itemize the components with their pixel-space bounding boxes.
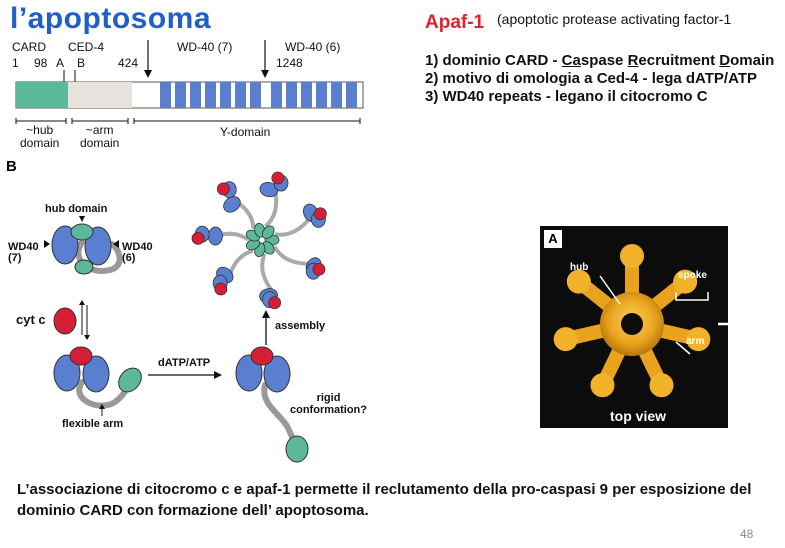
apoptosome-cyt-c [268,296,282,310]
point-ced4: 2) motivo di omologia a Ced-4 - lega dAT… [425,70,780,88]
hub-label: hub [570,262,589,273]
wd40-7-label-b: WD40 (7) [8,241,39,264]
position-98: 98 [34,56,48,70]
wd40-repeat-block [286,82,297,108]
wd40-repeat-block [205,82,216,108]
cyt-c-label: cyt c [16,312,46,327]
point-text: dominio CARD - [442,52,562,69]
apoptosome-arm [274,217,311,237]
arm-domain-label: ~arm domain [80,123,120,150]
point-text-underlined: Ca [561,52,581,69]
point-text: spase [580,52,628,69]
point-card: 1) dominio CARD - Caspase Recruitment Do… [425,52,780,70]
apoptosome-wd40 [223,196,241,213]
y-domain-label: Y-domain [220,125,271,139]
point-text: motivo di omologia a Ced-4 - lega dATP/A… [442,70,757,87]
point-wd40: 3) WD40 repeats - legano il citocromo C [425,88,780,106]
micrograph-spoke-tip [686,327,711,352]
datp-atp-label: dATP/ATP [158,357,211,369]
wd40-repeats [160,82,357,108]
position-1248: 1248 [276,56,303,70]
apoptosome-hub [261,225,275,239]
micrograph-spoke-tip [566,269,591,294]
spoke-label: spoke [678,270,707,281]
flexible-arm-label: flexible arm [62,418,124,430]
micrograph-spoke-tip [649,373,674,398]
point-number: 2) [425,70,439,87]
wd40-6-label: WD-40 (6) [285,40,341,54]
apoptosome-wheel [191,171,327,310]
apaf1-monomer-open [53,346,142,416]
micrograph-structure [553,244,728,398]
point-text: ecruitment [638,52,720,69]
point-text-underlined: R [627,52,639,69]
slide-caption: L’associazione di citocromo c e apaf-1 p… [17,481,752,519]
wd40-repeat-block [190,82,201,108]
top-view-label: top view [610,408,667,424]
arm-label: arm [686,336,705,347]
apoptosome-cyt-c [191,231,205,245]
wd40-repeat-block [175,82,186,108]
ced4-segment [68,82,132,108]
wd40-repeat-block [220,82,231,108]
position-424: 424 [118,56,139,70]
wd40-repeat-block [301,82,312,108]
apoptosome-cyt-c [214,282,228,296]
apoptosome-cyt-c [312,262,326,276]
domain-diagram: CARD CED-4 WD-40 (7) WD-40 (6) 1 98 A B … [0,0,400,160]
micrograph-spoke-tip [673,269,698,294]
apoptosome-arm [260,252,274,293]
electron-micrograph: A hub spoke arm top view [540,226,728,428]
wd40-repeat-block [331,82,342,108]
assembly-label: assembly [275,320,326,332]
point-text: omain [730,52,775,69]
apoptosome-cyt-c [271,171,285,185]
position-1: 1 [12,56,19,70]
point-number: 3) [425,88,439,105]
point-number: 1) [425,52,439,69]
position-a: A [56,56,65,70]
apoptosome-cyt-c [216,182,230,196]
wd40-repeat-block [271,82,282,108]
point-text: WD40 repeats - legano il citocromo C [442,88,708,105]
point-text-underlined: D [719,52,731,69]
cytochrome-c [53,307,77,335]
apaf-full-name: (apoptotic protease activating factor-1 [497,11,732,27]
panel-a-letter: A [544,230,562,248]
apoptosome-wd40 [259,182,279,198]
domain-points-list: 1) dominio CARD - Caspase Recruitment Do… [425,52,780,106]
ced4-label: CED-4 [68,40,105,54]
wd40-6-label-b: WD40 (6) [122,241,153,264]
panel-b-graphic [44,171,327,463]
page-number: 48 [740,527,754,541]
apaf1-monomer-closed [44,216,123,275]
wd40-repeat-block [316,82,327,108]
wd40-repeat-block [160,82,171,108]
micrograph-spoke-tip [590,373,615,398]
micrograph-spoke-tip [553,327,578,352]
apaf-name: Apaf-1 [425,12,485,33]
wd40-7-label: WD-40 (7) [177,40,233,54]
hub-domain-label-b: hub domain [45,203,108,215]
wd40-repeat-block [250,82,261,108]
wd40-repeat-block [235,82,246,108]
apoptosome-wd40 [208,226,223,246]
apaf1-monomer-rigid [235,346,309,463]
card-segment [16,82,68,108]
slide-title: l’apoptosoma [10,2,212,35]
hub-domain-label: ~hub domain [20,123,60,150]
position-b: B [77,56,86,70]
wd40-repeat-block [346,82,357,108]
rigid-conformation-label: rigid conformation? [290,392,367,416]
domain-bar-graphic [15,40,364,124]
panel-b-letter: B [6,158,17,175]
micrograph-spoke-tip [620,244,644,268]
apoptosome-cyt-c [313,207,327,221]
card-label: CARD [12,40,47,54]
apoptosome-arm [272,245,309,266]
